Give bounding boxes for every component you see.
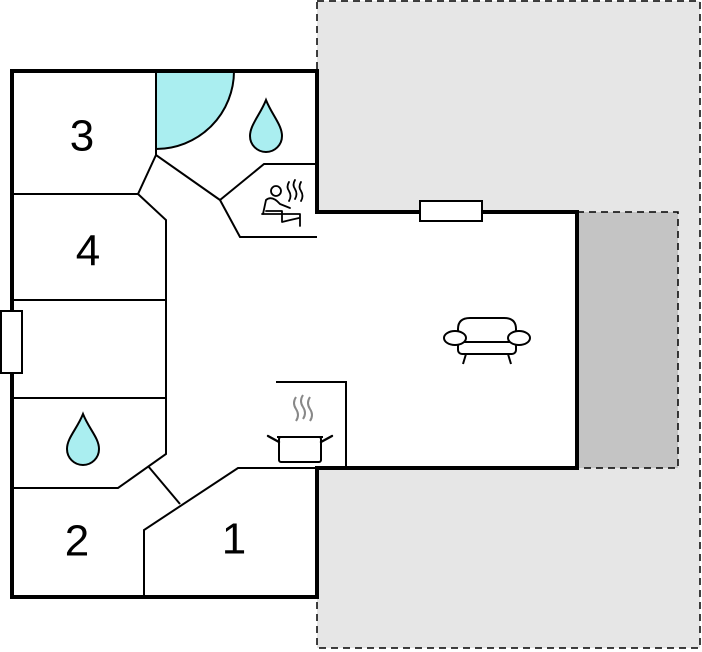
room-label-4: 4 [76,227,100,276]
window-icon [0,310,23,374]
room-label-3: 3 [70,112,94,161]
shower-area [155,70,236,151]
water-drop-icon [65,411,101,466]
window-icon [419,200,483,222]
sauna-icon [261,179,304,227]
interior-walls [12,71,347,597]
room-label-2: 2 [65,517,89,566]
covered-terrace-area [576,211,679,469]
water-drop-icon [248,97,284,153]
room-label-1: 1 [222,515,246,564]
outer-walls [10,69,579,599]
cooking-pot-icon [266,394,334,463]
sofa-icon [443,317,531,365]
house-floor [12,71,577,597]
